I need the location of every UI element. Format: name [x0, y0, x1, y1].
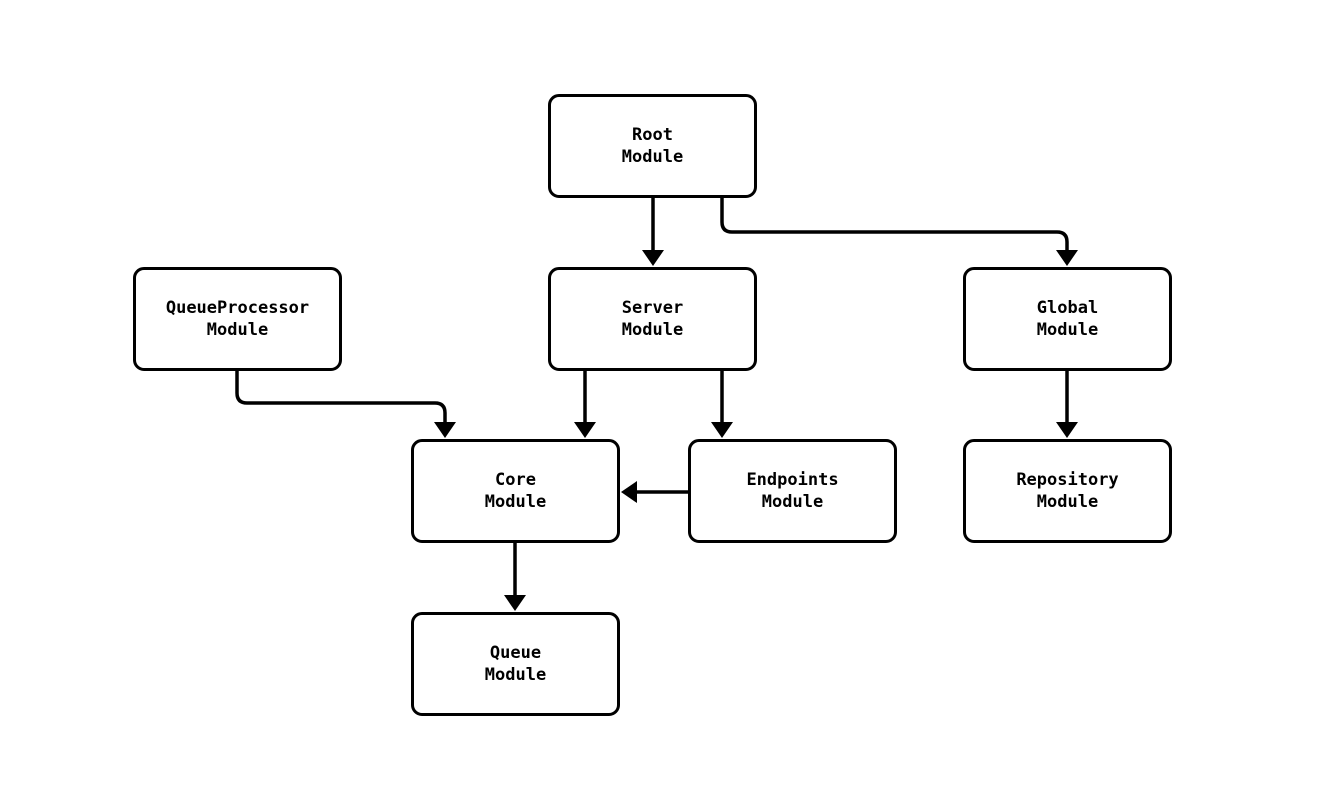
node-label-line1: Server — [621, 298, 684, 318]
edge-global-to-repository — [1056, 371, 1078, 438]
node-queueprocessor-module: QueueProcessor Module — [133, 267, 342, 371]
node-label-line1: Repository — [1016, 470, 1119, 490]
node-core-module: Core Module — [411, 439, 620, 543]
edge-root-to-server — [642, 198, 664, 266]
edge-root-to-global — [720, 198, 1078, 266]
node-label-line1: Global — [1036, 298, 1099, 318]
edge-queueprocessor-to-core — [235, 371, 456, 438]
node-label-line2: Module — [621, 147, 684, 167]
edge-server-to-endpoints — [711, 371, 733, 438]
node-label-line2: Module — [484, 492, 547, 512]
node-server-module: Server Module — [548, 267, 757, 371]
node-label-line2: Module — [484, 665, 547, 685]
edge-endpoints-to-core — [621, 481, 688, 503]
node-label-line1: Endpoints — [746, 470, 839, 490]
node-label-line2: Module — [206, 320, 269, 340]
node-endpoints-module: Endpoints Module — [688, 439, 897, 543]
node-label-line1: Queue — [489, 643, 542, 663]
node-label-line2: Module — [1036, 320, 1099, 340]
node-label-line2: Module — [1036, 492, 1099, 512]
node-global-module: Global Module — [963, 267, 1172, 371]
node-repository-module: Repository Module — [963, 439, 1172, 543]
node-label-line1: QueueProcessor — [165, 298, 310, 318]
node-label-line1: Root — [632, 125, 673, 145]
edge-core-to-queue — [504, 543, 526, 611]
node-label-line2: Module — [761, 492, 824, 512]
edge-server-to-core — [574, 371, 596, 438]
node-label-line1: Core — [495, 470, 536, 490]
node-label-line2: Module — [621, 320, 684, 340]
node-queue-module: Queue Module — [411, 612, 620, 716]
node-root-module: Root Module — [548, 94, 757, 198]
